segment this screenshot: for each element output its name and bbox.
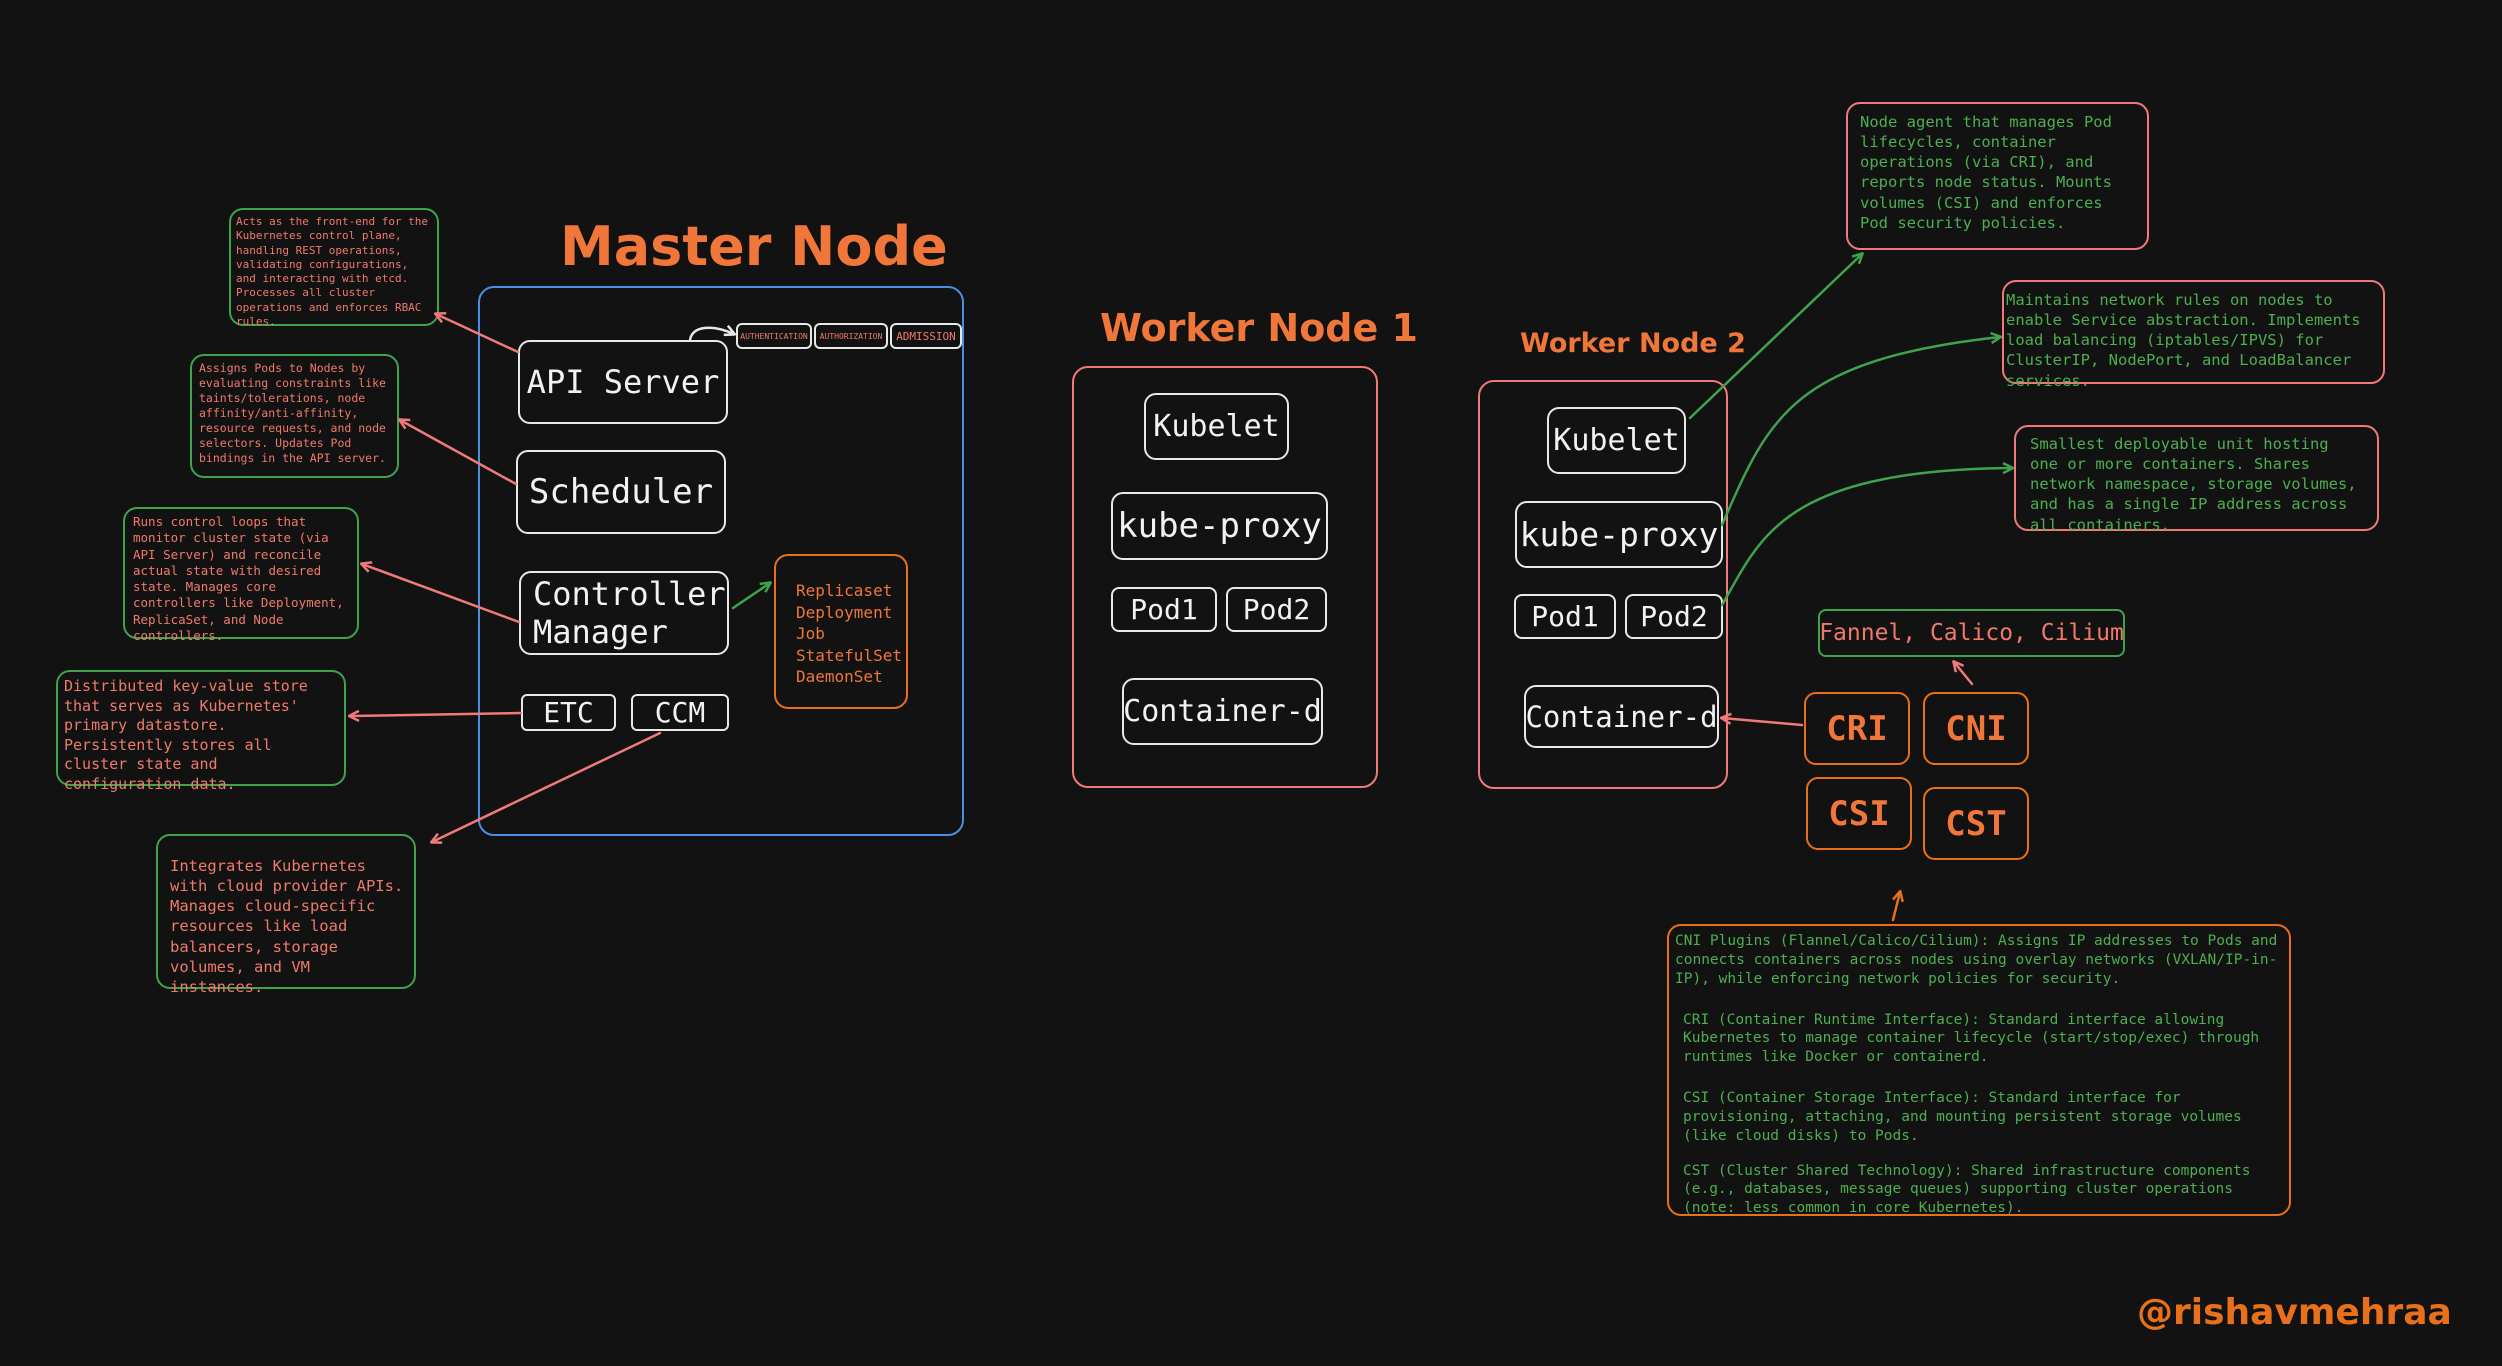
controller-manager-note: Runs control loops that monitor cluster … xyxy=(123,507,359,643)
master-node-title: Master Node xyxy=(560,215,948,278)
authorization-tag: AUTHORIZATION xyxy=(814,323,888,349)
plugins-note-cri: CRI (Container Runtime Interface): Stand… xyxy=(1683,1011,2260,1066)
plugins-note-csi: CSI (Container Storage Interface): Stand… xyxy=(1683,1090,2242,1144)
controller-item-replicaset: Replicaset xyxy=(796,581,893,600)
w2-container-d-box[interactable]: Container-d xyxy=(1524,685,1719,748)
master-node-frame xyxy=(478,286,964,836)
controllers-list-box: Replicaset Deployment Job StatefulSet Da… xyxy=(774,554,908,709)
ccm-note: Integrates Kubernetes with cloud provide… xyxy=(156,834,416,996)
cni-implementations-box: Fannel, Calico, Cilium xyxy=(1818,609,2125,657)
api-server-note: Acts as the front-end for the Kubernetes… xyxy=(229,208,439,328)
w1-pod1-box[interactable]: Pod1 xyxy=(1111,587,1217,632)
ccm-box[interactable]: CCM xyxy=(631,694,729,731)
author-watermark[interactable]: @rishavmehraa xyxy=(2137,1292,2452,1333)
kube-proxy-note: Maintains network rules on nodes to enab… xyxy=(2002,280,2385,390)
controller-item-job: Job xyxy=(796,624,825,644)
w2-pod1-box[interactable]: Pod1 xyxy=(1514,594,1616,639)
cri-box[interactable]: CRI xyxy=(1804,692,1910,765)
controller-manager-label-2: Manager xyxy=(533,613,668,651)
admission-tag: ADMISSION xyxy=(890,323,962,349)
w1-kubelet-box[interactable]: Kubelet xyxy=(1144,393,1289,460)
w2-pod2-box[interactable]: Pod2 xyxy=(1625,594,1723,639)
plugins-note-cst: CST (Cluster Shared Technology): Shared … xyxy=(1683,1162,2251,1217)
cst-box[interactable]: CST xyxy=(1923,787,2029,860)
controller-manager-box[interactable]: Controller Manager xyxy=(519,571,729,655)
plugins-note-cni: CNI Plugins (Flannel/Calico/Cilium): Ass… xyxy=(1675,933,2278,987)
worker-node-2-title: Worker Node 2 xyxy=(1520,328,1746,359)
w1-container-d-box[interactable]: Container-d xyxy=(1122,678,1323,745)
controller-item-deployment: Deployment xyxy=(796,602,893,622)
controller-manager-label-1: Controller xyxy=(533,574,726,613)
scheduler-note: Assigns Pods to Nodes by evaluating cons… xyxy=(190,354,399,478)
pod-note: Smallest deployable unit hosting one or … xyxy=(2014,425,2379,534)
cni-box[interactable]: CNI xyxy=(1923,692,2029,765)
csi-box[interactable]: CSI xyxy=(1806,777,1912,850)
w2-kubelet-box[interactable]: Kubelet xyxy=(1547,407,1686,474)
etc-box[interactable]: ETC xyxy=(521,694,616,731)
controller-item-daemonset: DaemonSet xyxy=(796,667,883,687)
plugins-note: CNI Plugins (Flannel/Calico/Cilium): Ass… xyxy=(1667,924,2291,1216)
scheduler-box[interactable]: Scheduler xyxy=(516,450,726,534)
kubelet-note: Node agent that manages Pod lifecycles, … xyxy=(1846,102,2149,250)
w1-pod2-box[interactable]: Pod2 xyxy=(1226,587,1327,632)
worker-node-1-title: Worker Node 1 xyxy=(1100,306,1418,350)
w1-kube-proxy-box[interactable]: kube-proxy xyxy=(1111,492,1328,560)
authentication-tag: AUTHENTICATION xyxy=(736,323,812,349)
etc-note: Distributed key-value store that serves … xyxy=(56,670,346,793)
w2-kube-proxy-box[interactable]: kube-proxy xyxy=(1515,501,1723,568)
worker-node-1-frame xyxy=(1072,366,1378,788)
api-server-box[interactable]: API Server xyxy=(518,340,728,424)
controller-item-statefulset: StatefulSet xyxy=(796,645,902,665)
